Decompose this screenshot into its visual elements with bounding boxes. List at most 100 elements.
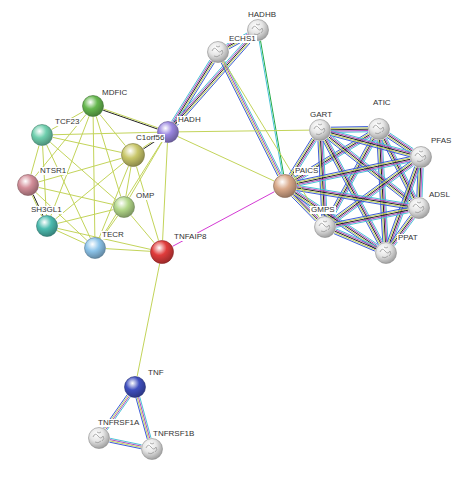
protein-label: TECR [101,231,125,239]
evidence-line [295,193,377,247]
interaction-edge [93,117,95,237]
evidence-line [173,192,275,247]
interaction-edge [109,438,141,448]
protein-sphere [368,118,390,140]
evidence-line [136,166,158,240]
evidence-line [58,210,114,224]
evidence-line [137,264,159,376]
evidence-line [52,111,84,129]
protein-label: GMPS [310,206,336,214]
evidence-line [334,234,375,251]
evidence-line [389,134,413,150]
evidence-line [31,146,39,175]
protein-node: MDFIC [82,95,104,117]
interaction-edge [173,37,252,126]
protein-node: ECHS1 [207,41,229,63]
protein-sphere [124,376,146,398]
evidence-line [336,230,377,247]
evidence-line [104,109,158,128]
protein-label: HADHB [247,11,277,19]
protein-node: PFAS [410,146,432,168]
protein-node: TECR [84,237,106,259]
protein-node: TNFRSF1B [141,438,163,460]
protein-node: PPAT [375,242,397,264]
protein-label: C1orf56 [135,134,165,142]
protein-node: C1orf56 [121,143,145,167]
evidence-line [421,168,422,197]
protein-label: SH3GL1 [30,206,63,214]
protein-label: GART [309,111,333,119]
protein-label: ADSL [428,191,451,199]
evidence-line [331,126,368,128]
protein-label: PAICS [294,167,319,175]
evidence-line [336,209,408,224]
interaction-edge [53,137,122,152]
protein-label: TNF [147,369,165,377]
protein-sphere [17,174,39,196]
evidence-line [224,61,320,217]
evidence-line [163,143,168,240]
evidence-line [335,233,376,250]
protein-label: PPAT [397,234,419,242]
protein-sphere [141,438,163,460]
protein-node: TCF23 [31,124,53,146]
evidence-line [224,62,281,175]
protein-node: PAICS [273,174,297,198]
protein-label: TNFRSF1B [152,430,195,438]
protein-sphere [84,237,106,259]
protein-sphere [88,427,110,449]
interaction-edge [163,143,168,240]
interaction-edge [173,192,275,247]
protein-sphere [375,242,397,264]
interaction-edge [334,229,377,251]
evidence-line [179,130,309,132]
interaction-edge [179,130,309,132]
protein-node: TNF [124,376,146,398]
evidence-line [380,140,386,242]
interaction-edge [137,264,159,376]
evidence-line [297,185,408,203]
interaction-edge [57,231,85,244]
evidence-line [93,117,95,237]
protein-sphere [410,146,432,168]
protein-sphere [36,215,58,237]
evidence-line [336,210,408,225]
protein-node: GMPS [314,216,336,238]
interaction-edge [96,117,121,197]
protein-node: ATIC [368,118,390,140]
protein-node: GART [309,119,331,141]
evidence-line [221,63,278,176]
protein-label: OMP [135,192,155,200]
evidence-line [259,41,282,174]
evidence-line [131,215,154,242]
evidence-line [419,168,420,197]
evidence-line [422,168,423,197]
evidence-line [103,110,157,129]
evidence-line [176,39,251,125]
protein-sphere [408,197,430,219]
protein-node: TNFAIP8 [150,240,174,264]
interaction-edge [58,210,114,224]
interaction-edge [131,215,154,242]
protein-sphere [150,240,174,264]
evidence-line [335,231,376,248]
evidence-line [53,137,122,152]
evidence-line [110,441,141,448]
protein-label: ATIC [372,99,392,107]
protein-node: NTSR1 [17,174,39,196]
protein-sphere [82,95,104,117]
interaction-edge [136,397,151,439]
evidence-line [57,231,85,244]
evidence-line [173,37,248,123]
protein-sphere [309,119,331,141]
evidence-line [101,141,162,238]
protein-sphere [314,216,336,238]
protein-node: SH3GL1 [36,215,58,237]
protein-sphere [31,124,53,146]
protein-sphere [273,174,297,198]
protein-label: ECHS1 [228,35,257,43]
evidence-line [106,249,150,252]
interaction-edge [106,249,150,252]
interaction-edge [39,187,114,204]
interaction-edge [224,61,320,217]
